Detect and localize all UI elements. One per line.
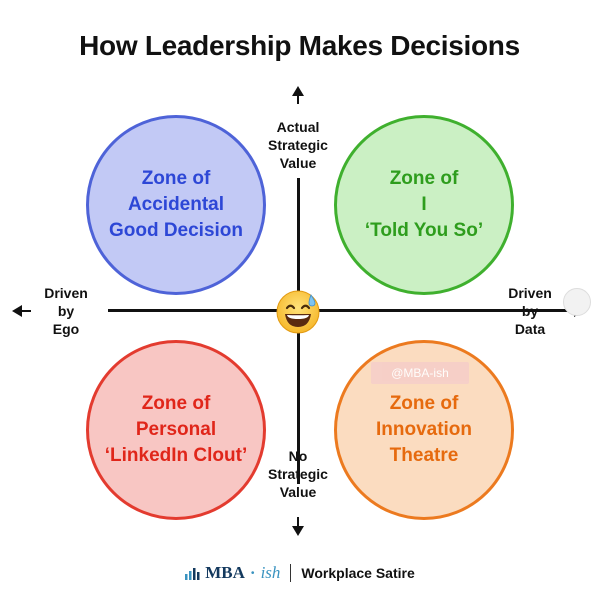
quadrant-bottom-left: Zone of Personal ‘LinkedIn Clout’ bbox=[86, 340, 266, 520]
quadrant-line: Zone of bbox=[141, 168, 211, 189]
watermark: @MBA-ish bbox=[371, 362, 469, 384]
quadrant-top-left: Zone of Accidental Good Decision bbox=[86, 115, 266, 295]
quadrant-bottom-left-text: Zone of Personal ‘LinkedIn Clout’ bbox=[105, 391, 248, 469]
axis-label-left: Driven by Ego bbox=[36, 284, 96, 338]
horizontal-axis bbox=[108, 309, 566, 312]
arrow-down-shaft bbox=[297, 517, 299, 526]
brand-suffix: ish bbox=[260, 563, 281, 582]
axis-label-left-line: Driven bbox=[44, 285, 88, 301]
axis-label-right-line: Data bbox=[514, 321, 546, 337]
quadrant-line: Accidental bbox=[127, 194, 225, 215]
axis-label-top-line: Strategic bbox=[268, 137, 328, 153]
quadrant-top-right-text: Zone of I ‘Told You So’ bbox=[365, 166, 483, 244]
axis-label-left-line: by bbox=[57, 303, 75, 319]
quadrant-bottom-right-text: Zone of Innovation Theatre bbox=[376, 391, 472, 469]
footer-divider bbox=[290, 564, 292, 582]
arrow-left-icon bbox=[12, 305, 22, 317]
bar-chart-icon bbox=[185, 568, 200, 580]
axis-label-bottom-line: Value bbox=[279, 484, 317, 500]
arrow-left-shaft bbox=[21, 310, 31, 312]
footer: MBA·ish Workplace Satire bbox=[0, 562, 599, 584]
next-slide-icon[interactable] bbox=[563, 288, 591, 316]
footer-tagline: Workplace Satire bbox=[301, 565, 415, 581]
quadrant-line: Personal bbox=[135, 419, 217, 440]
axis-label-top: Actual Strategic Value bbox=[258, 118, 338, 172]
axis-label-top-line: Value bbox=[279, 155, 317, 171]
quadrant-line: Zone of bbox=[389, 168, 459, 189]
brand-main: MBA bbox=[205, 563, 245, 582]
diagram-title: How Leadership Makes Decisions bbox=[79, 30, 520, 61]
axis-label-left-line: Ego bbox=[52, 321, 80, 337]
axis-label-top-line: Actual bbox=[276, 119, 320, 135]
arrow-up-shaft bbox=[297, 95, 299, 104]
brand-separator: · bbox=[249, 563, 256, 582]
quadrant-top-right: Zone of I ‘Told You So’ bbox=[334, 115, 514, 295]
quadrant-line: Good Decision bbox=[108, 220, 244, 241]
quadrant-line: I bbox=[421, 194, 427, 215]
quadrant-top-left-text: Zone of Accidental Good Decision bbox=[109, 166, 243, 244]
brand-logo: MBA·ish bbox=[184, 563, 280, 583]
quadrant-line: Innovation bbox=[375, 419, 473, 440]
arrow-up-icon bbox=[292, 86, 304, 96]
axis-label-right-line: Driven bbox=[508, 285, 552, 301]
axis-label-right: Driven by Data bbox=[500, 284, 560, 338]
quadrant-line: ‘Told You So’ bbox=[364, 220, 484, 241]
quadrant-line: Zone of bbox=[389, 393, 459, 414]
quadrant-line: ‘LinkedIn Clout’ bbox=[104, 445, 248, 466]
quadrant-line: Theatre bbox=[389, 445, 459, 466]
quadrant-line: Zone of bbox=[141, 393, 211, 414]
sweat-smile-emoji-icon bbox=[276, 290, 320, 334]
arrow-down-icon bbox=[292, 526, 304, 536]
